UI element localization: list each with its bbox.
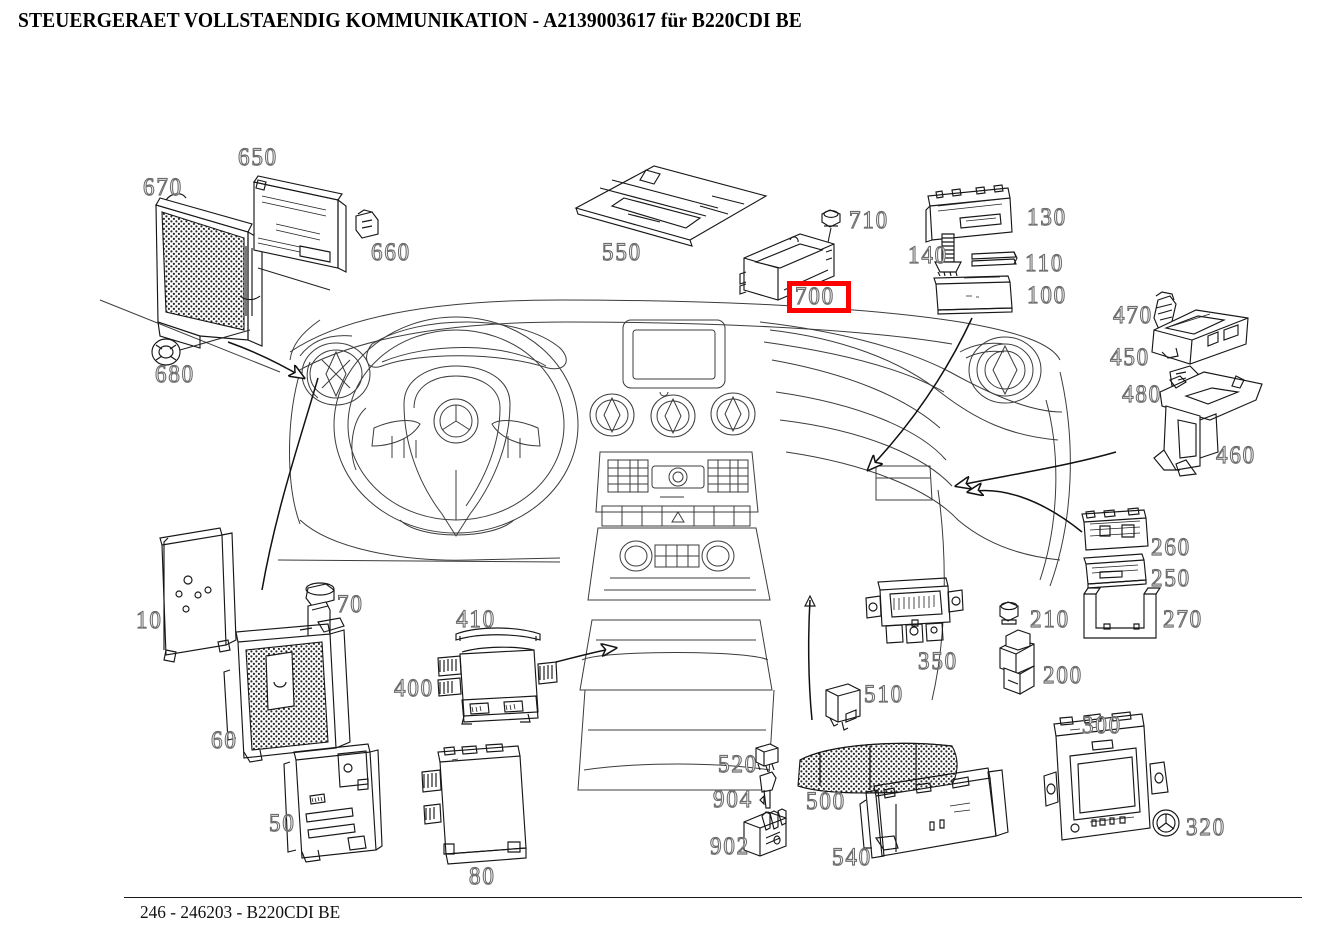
callout-210: 210 bbox=[1029, 606, 1071, 633]
part-400 bbox=[437, 646, 558, 725]
callout-700: 700 bbox=[794, 283, 836, 310]
callout-60: 60 bbox=[210, 727, 238, 754]
part-902 bbox=[743, 808, 787, 857]
part-650 bbox=[253, 175, 347, 273]
part-210 bbox=[999, 601, 1019, 625]
footer-divider bbox=[124, 897, 1302, 898]
part-660 bbox=[355, 209, 379, 239]
callout-270: 270 bbox=[1162, 606, 1204, 633]
callout-50: 50 bbox=[268, 810, 296, 837]
callout-140: 140 bbox=[907, 242, 949, 269]
part-540 bbox=[859, 767, 1009, 859]
callout-300: 300 bbox=[1081, 712, 1123, 739]
callout-480: 480 bbox=[1121, 381, 1163, 408]
part-300 bbox=[1043, 711, 1169, 841]
callout-650: 650 bbox=[237, 144, 279, 171]
callout-510: 510 bbox=[863, 681, 905, 708]
callout-130: 130 bbox=[1026, 204, 1068, 231]
callout-670: 670 bbox=[142, 174, 184, 201]
callout-100: 100 bbox=[1026, 282, 1068, 309]
part-250 bbox=[1083, 553, 1147, 589]
part-550 bbox=[574, 165, 768, 247]
callout-400: 400 bbox=[393, 675, 435, 702]
part-460 bbox=[1153, 371, 1263, 477]
part-100 bbox=[933, 275, 1013, 315]
callout-460: 460 bbox=[1215, 442, 1257, 469]
callout-680: 680 bbox=[154, 361, 196, 388]
part-10 bbox=[159, 527, 237, 663]
part-904 bbox=[759, 771, 777, 809]
page-title: STEUERGERAET VOLLSTAENDIG KOMMUNIKATION … bbox=[18, 8, 802, 32]
callout-450: 450 bbox=[1109, 344, 1151, 371]
part-130 bbox=[925, 184, 1013, 243]
callout-70: 70 bbox=[336, 591, 364, 618]
part-140 bbox=[934, 233, 962, 277]
highlight-box bbox=[787, 281, 851, 313]
part-670 bbox=[155, 193, 263, 349]
part-510 bbox=[825, 683, 861, 731]
part-80 bbox=[421, 743, 527, 865]
callout-660: 660 bbox=[370, 239, 412, 266]
callout-200: 200 bbox=[1042, 662, 1084, 689]
callout-320: 320 bbox=[1185, 814, 1227, 841]
part-200 bbox=[999, 629, 1035, 695]
part-450 bbox=[1151, 309, 1249, 365]
callout-260: 260 bbox=[1150, 534, 1192, 561]
callout-80: 80 bbox=[468, 863, 496, 890]
part-680 bbox=[151, 338, 181, 366]
part-110 bbox=[971, 251, 1018, 267]
callout-470: 470 bbox=[1112, 302, 1154, 329]
callout-904: 904 bbox=[712, 786, 754, 813]
callout-410: 410 bbox=[455, 606, 497, 633]
callout-10: 10 bbox=[135, 607, 163, 634]
part-350 bbox=[865, 577, 964, 644]
callout-520: 520 bbox=[717, 751, 759, 778]
callout-250: 250 bbox=[1150, 565, 1192, 592]
part-270 bbox=[1083, 587, 1162, 639]
part-710 bbox=[821, 209, 841, 228]
part-520 bbox=[755, 743, 779, 773]
part-60 bbox=[223, 617, 351, 763]
part-410 bbox=[455, 627, 541, 641]
callout-902: 902 bbox=[709, 833, 751, 860]
part-320 bbox=[1152, 809, 1180, 837]
callout-110: 110 bbox=[1024, 250, 1065, 277]
callout-350: 350 bbox=[917, 648, 959, 675]
callout-550: 550 bbox=[601, 239, 643, 266]
footer-caption: 246 - 246203 - B220CDI BE bbox=[140, 902, 341, 922]
part-50 bbox=[283, 743, 383, 863]
callout-500: 500 bbox=[805, 788, 847, 815]
leader-arrows bbox=[227, 317, 1117, 721]
callout-710: 710 bbox=[848, 207, 890, 234]
part-260 bbox=[1081, 507, 1149, 551]
callout-540: 540 bbox=[831, 844, 873, 871]
